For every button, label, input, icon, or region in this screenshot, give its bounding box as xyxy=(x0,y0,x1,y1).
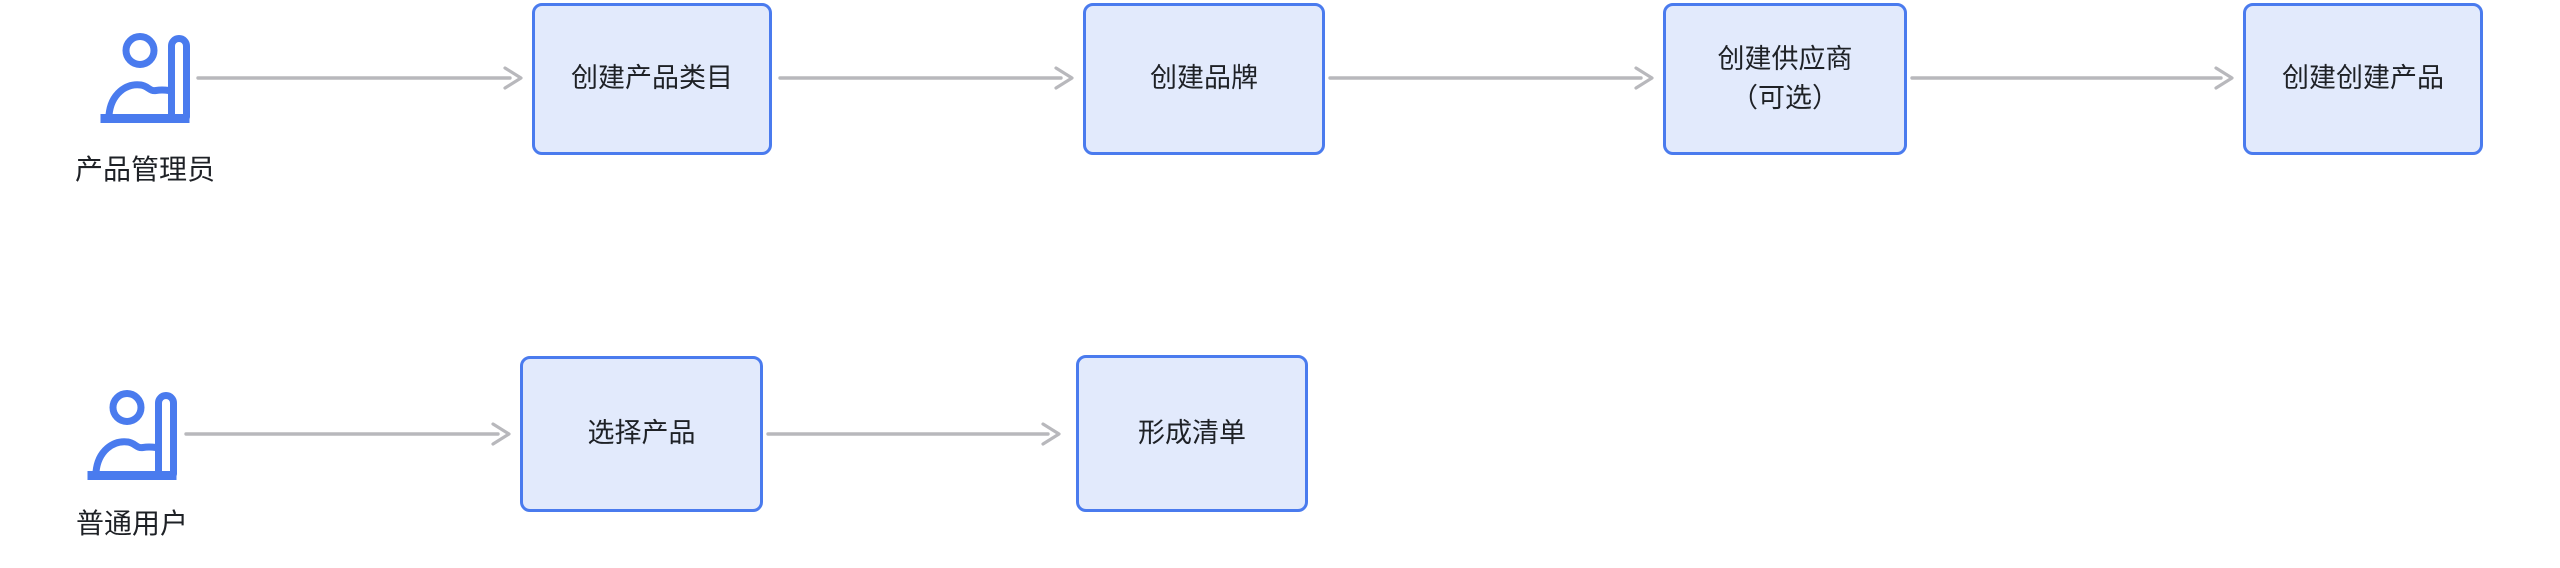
node-label: 创建供应商 （可选） xyxy=(1717,43,1853,113)
person-raising-hand-icon xyxy=(87,390,177,480)
flow-node-create-brand[interactable]: 创建品牌 xyxy=(1083,3,1325,155)
connector-arrow xyxy=(1910,66,2234,90)
flow-node-form-list[interactable]: 形成清单 xyxy=(1076,355,1308,512)
actor-label: 普通用户 xyxy=(76,508,189,539)
actor-product-admin[interactable]: 产品管理员 xyxy=(75,33,215,188)
actor-normal-user[interactable]: 普通用户 xyxy=(76,390,189,542)
flow-node-create-create-product[interactable]: 创建创建产品 xyxy=(2243,3,2483,155)
node-label: 形成清单 xyxy=(1138,417,1246,448)
person-raising-hand-icon xyxy=(100,33,190,123)
node-label: 创建产品类目 xyxy=(571,63,733,94)
connector-arrow xyxy=(778,66,1074,90)
actor-label: 产品管理员 xyxy=(75,154,216,185)
node-label: 选择产品 xyxy=(587,418,696,449)
connector-arrow xyxy=(196,66,523,90)
connector-arrow xyxy=(766,422,1061,446)
node-label: 创建创建产品 xyxy=(2282,63,2444,94)
flow-node-create-supplier-optional[interactable]: 创建供应商 （可选） xyxy=(1663,3,1907,155)
flow-node-create-product-category[interactable]: 创建产品类目 xyxy=(532,3,772,155)
node-label: 创建品牌 xyxy=(1150,63,1258,94)
flow-node-select-product[interactable]: 选择产品 xyxy=(520,356,763,512)
connector-arrow xyxy=(1328,66,1654,90)
connector-arrow xyxy=(184,422,511,446)
